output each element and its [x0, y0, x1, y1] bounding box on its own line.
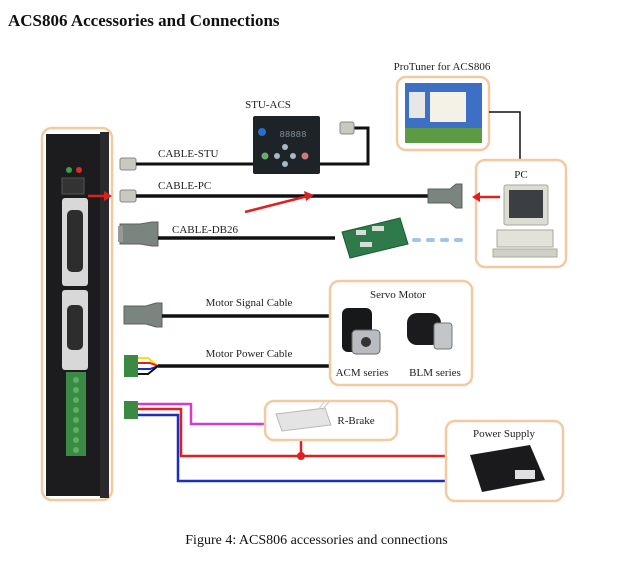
terminal-block — [66, 372, 86, 456]
stu-acs-label: STU-ACS — [245, 99, 291, 111]
drive-unit — [40, 126, 114, 502]
brake-wire — [138, 402, 266, 426]
blm-series-label: BLM series — [409, 367, 461, 379]
cable-pc[interactable] — [119, 183, 463, 209]
dots-icon — [412, 238, 463, 242]
motor-signal-cable-label: Motor Signal Cable — [206, 297, 293, 309]
power-supply-label: Power Supply — [473, 428, 536, 440]
servo-motor-box[interactable] — [328, 279, 474, 387]
figure-caption: Figure 4: ACS806 accessories and connect… — [185, 533, 448, 548]
page-title: ACS806 Accessories and Connections — [8, 11, 280, 30]
r-brake-label: R-Brake — [337, 415, 374, 427]
junction-node — [297, 452, 305, 460]
protuner-software[interactable] — [395, 75, 491, 152]
power-wiring — [124, 401, 448, 483]
pc-label: PC — [514, 169, 527, 181]
pc-computer[interactable] — [474, 158, 568, 269]
acm-series-label: ACM series — [336, 367, 389, 379]
power-supply-box[interactable] — [444, 419, 565, 503]
servo-motor-label: Servo Motor — [370, 289, 426, 301]
protuner-label: ProTuner for ACS806 — [394, 61, 491, 73]
svg-text:88888: 88888 — [279, 130, 306, 140]
arrow-icon — [88, 191, 112, 201]
cable-stu-label: CABLE-STU — [158, 148, 219, 160]
status-led-red — [76, 167, 82, 173]
protuner-pc-link — [489, 111, 521, 160]
cable-db26[interactable] — [118, 221, 335, 247]
arrow-icon — [472, 192, 500, 202]
motor-power-cable-label: Motor Power Cable — [206, 348, 293, 360]
motor-signal-cable[interactable] — [123, 302, 330, 328]
motor-power-cable[interactable] — [124, 355, 330, 377]
negative-wire — [138, 413, 448, 483]
stu-acs-device[interactable]: 88888 — [253, 116, 320, 174]
r-brake-box[interactable] — [263, 399, 399, 442]
motion-control-card[interactable] — [341, 217, 409, 259]
arrow-icon — [244, 191, 314, 214]
positive-wire — [138, 407, 448, 458]
cable-stu[interactable] — [119, 121, 370, 171]
cable-pc-label: CABLE-PC — [158, 180, 211, 192]
cable-db26-label: CABLE-DB26 — [172, 224, 239, 236]
status-led-green — [66, 167, 72, 173]
